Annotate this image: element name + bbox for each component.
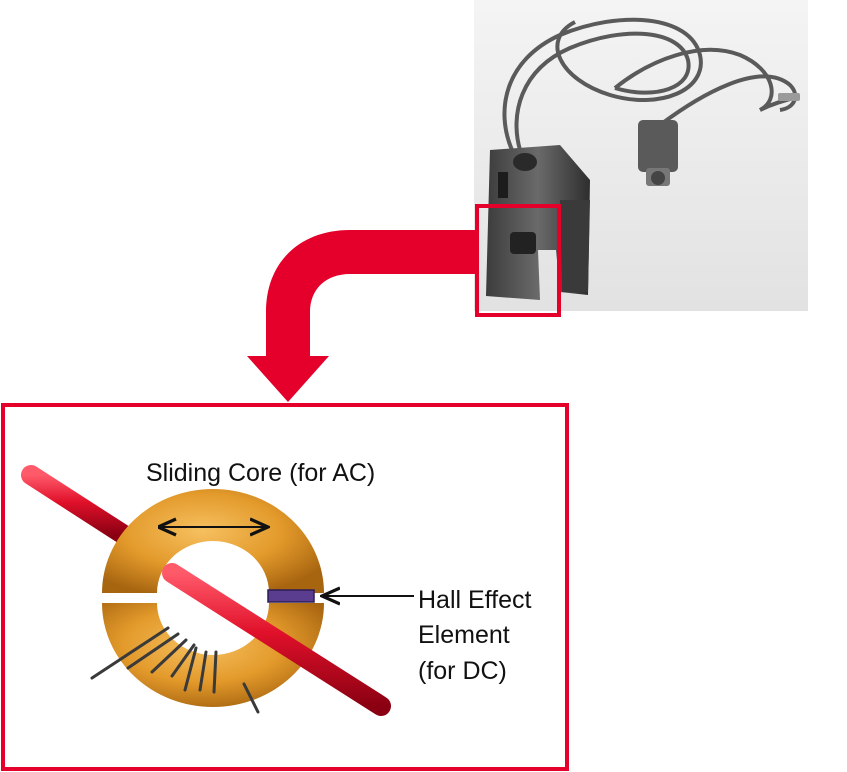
- hall-label-line1: Hall Effect: [418, 586, 532, 614]
- probe-photo: [474, 0, 808, 315]
- hall-label-line3: (for DC): [418, 657, 507, 685]
- curved-arrow-icon: [247, 230, 476, 402]
- probe-clamp-body: [486, 145, 590, 300]
- hall-label-line2: Element: [418, 621, 510, 649]
- sliding-core-label: Sliding Core (for AC): [146, 459, 375, 487]
- hall-sensor-icon: [268, 590, 314, 602]
